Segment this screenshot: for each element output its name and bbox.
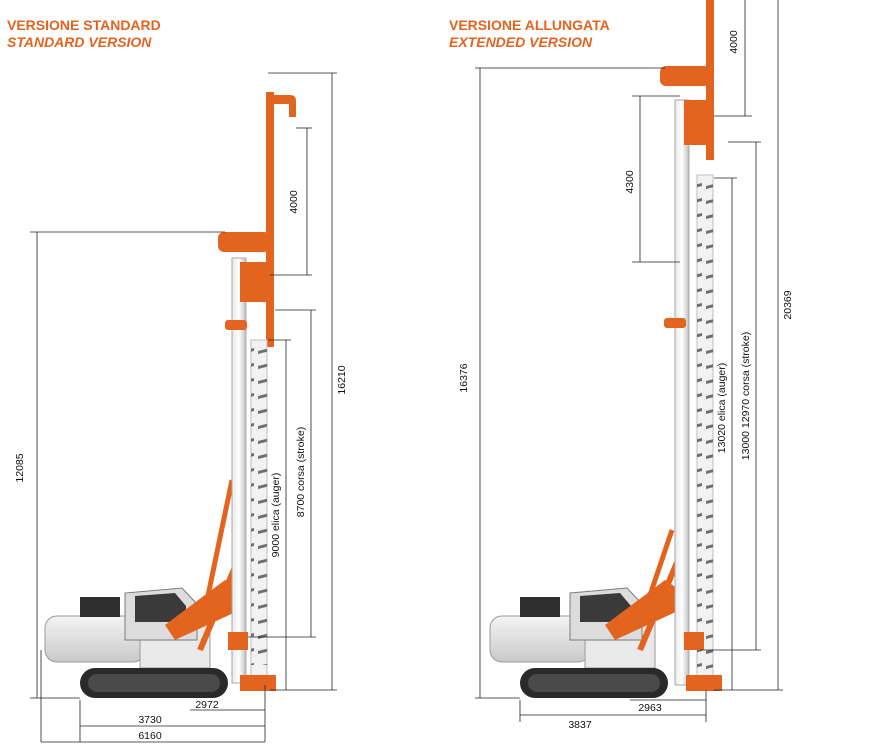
std-dim-height-total: 12085 xyxy=(14,453,26,482)
standard-dimensions: 12085 4000 16210 9000 elica (auger) 8700… xyxy=(14,72,348,743)
extended-title-it: VERSIONE ALLUNGATA xyxy=(449,17,610,33)
ext-dim-top-ext: 4300 xyxy=(624,170,636,194)
extended-version-title: VERSIONE ALLUNGATA EXTENDED VERSION xyxy=(449,17,610,51)
ext-dim-head-travel: 4000 xyxy=(728,30,740,54)
std-dim-tracks: 3730 xyxy=(138,714,162,726)
standard-title-it: VERSIONE STANDARD xyxy=(7,17,161,33)
std-dim-auger: 9000 elica (auger) xyxy=(270,473,282,558)
extended-rig xyxy=(489,0,722,698)
std-dim-length: 6160 xyxy=(138,730,162,742)
standard-rig xyxy=(44,92,296,698)
ext-dim-tracks: 3837 xyxy=(568,719,592,731)
standard-version-title: VERSIONE STANDARD STANDARD VERSION xyxy=(7,17,161,51)
std-dim-offset: 2972 xyxy=(195,699,219,711)
ext-dim-mast-height: 20369 xyxy=(782,290,794,319)
ext-dim-height-total: 16376 xyxy=(458,363,470,392)
std-dim-stroke: 8700 corsa (stroke) xyxy=(295,427,307,517)
extended-title-en: EXTENDED VERSION xyxy=(449,34,593,50)
standard-title-en: STANDARD VERSION xyxy=(7,34,152,50)
ext-dim-stroke: 13000 12970 corsa (stroke) xyxy=(740,332,752,460)
ext-dim-auger: 13020 elica (auger) xyxy=(716,363,728,453)
ext-dim-offset: 2963 xyxy=(638,702,662,714)
std-dim-mast-height: 16210 xyxy=(336,365,348,394)
std-dim-head-travel: 4000 xyxy=(288,190,300,214)
extended-dimensions: 16376 4000 4300 20369 13020 elica (auger… xyxy=(458,0,794,731)
